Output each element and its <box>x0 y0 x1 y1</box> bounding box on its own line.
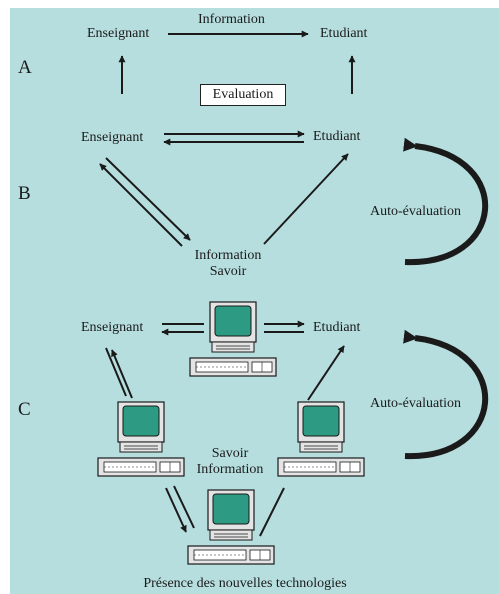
c-self-eval-label: Auto-évaluation <box>370 396 461 411</box>
a-information-label: Information <box>198 12 265 27</box>
arrow-c-left-up <box>173 485 195 529</box>
b-self-eval-label: Auto-évaluation <box>370 204 461 219</box>
c-bottom-caption: Présence des nouvelles technologies <box>143 576 347 591</box>
section-letter-c: C <box>18 399 31 420</box>
arrow-b-info-to-student <box>263 153 349 245</box>
c-center-line2: Information <box>196 462 264 477</box>
computer-icon <box>186 488 276 568</box>
computer-icon <box>188 300 278 380</box>
arrow-c-to-student-up <box>307 345 345 401</box>
c-teacher-label: Enseignant <box>81 320 144 335</box>
loop-c-self-eval <box>403 329 488 460</box>
arrow-c-left-down <box>165 487 187 533</box>
b-node-line1: Information <box>194 248 262 263</box>
c-student-label: Etudiant <box>313 320 361 335</box>
b-student-label: Etudiant <box>313 129 361 144</box>
b-node-line2: Savoir <box>209 264 247 279</box>
evaluation-box: Evaluation <box>200 84 286 106</box>
arrow-b-info-to-teacher <box>99 163 183 247</box>
loop-b-self-eval <box>403 137 488 266</box>
arrow-c-teacher-down <box>105 347 127 397</box>
a-student-label: Etudiant <box>320 26 368 41</box>
section-letter-b: B <box>18 183 31 204</box>
computer-icon <box>276 400 366 480</box>
arrow-c-teacher-up <box>111 349 133 399</box>
b-teacher-label: Enseignant <box>81 130 144 145</box>
computer-icon <box>96 400 186 480</box>
arrow-c-right-link <box>259 487 285 537</box>
section-letter-a: A <box>18 57 32 78</box>
diagram-panel: A B C Enseignant Information Etudiant Ev… <box>10 8 499 594</box>
arrow-layer <box>99 30 488 537</box>
c-center-line1: Savoir <box>211 446 249 461</box>
arrow-b-teacher-to-info <box>105 157 191 241</box>
a-teacher-label: Enseignant <box>87 26 150 41</box>
